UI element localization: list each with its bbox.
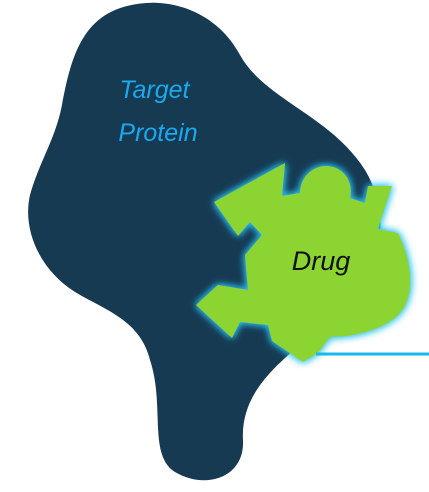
target-protein-label: Target Protein (118, 76, 197, 147)
target-protein-label-line2: Protein (118, 119, 197, 147)
target-protein-label-line1: Target (120, 76, 191, 104)
target-protein-shape (28, 2, 381, 481)
drug-molecule-shape (196, 163, 411, 362)
drug-label: Drug (292, 246, 351, 276)
